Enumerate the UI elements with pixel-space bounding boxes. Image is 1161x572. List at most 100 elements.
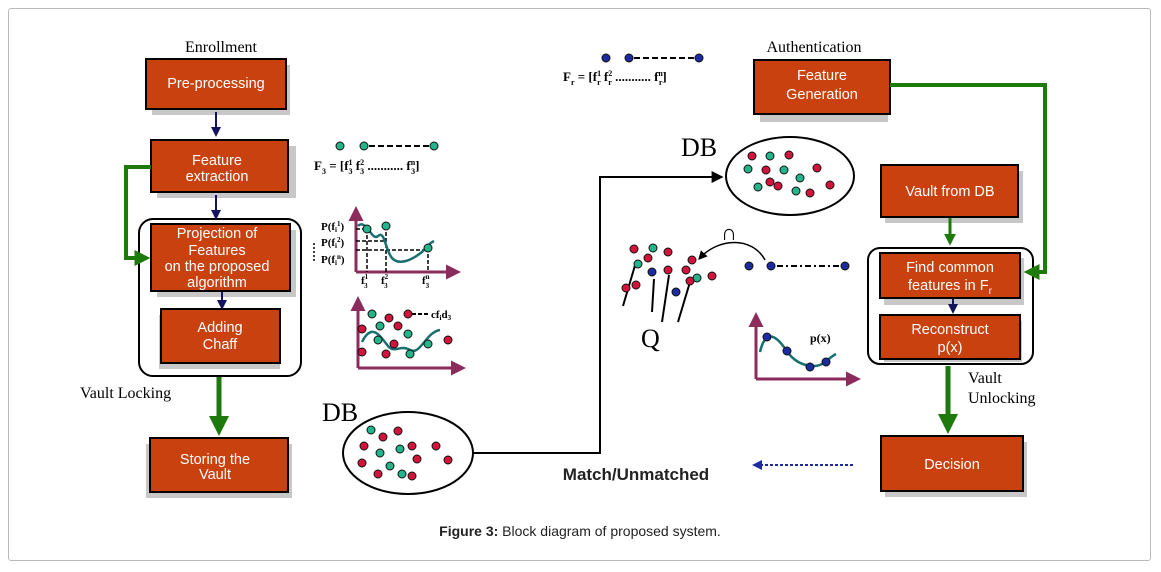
dot bbox=[779, 165, 789, 175]
dot bbox=[643, 253, 653, 263]
green-arrow-generation-to-common bbox=[890, 83, 1047, 280]
figure-frame bbox=[8, 8, 1151, 561]
reconstruct-line2: p(x) bbox=[938, 340, 963, 356]
adding-chaff-line2: Chaff bbox=[203, 337, 238, 353]
dot bbox=[385, 461, 395, 471]
dot bbox=[366, 425, 376, 435]
query-set bbox=[622, 261, 691, 323]
query-dots bbox=[621, 243, 717, 297]
dot bbox=[443, 455, 453, 465]
dot bbox=[795, 173, 805, 183]
dot bbox=[405, 349, 415, 359]
storing-vault-box: Storing the Vault bbox=[146, 437, 292, 498]
dot bbox=[357, 324, 367, 334]
projection-line2: Features bbox=[188, 243, 245, 259]
projection-line4: algorithm bbox=[187, 275, 247, 291]
find-common-line2: features in Fr bbox=[908, 278, 993, 297]
vault-locking-label: Vault Locking bbox=[80, 385, 171, 402]
plot3-label: p(x) bbox=[810, 331, 831, 345]
vault-unlocking-label-1: Vault bbox=[968, 370, 1002, 387]
dot bbox=[375, 448, 385, 458]
dot bbox=[367, 309, 377, 319]
authentication-label: Authentication bbox=[766, 39, 861, 56]
f3-dots bbox=[335, 141, 439, 151]
plot1-ylabel-3: P(fin) bbox=[321, 253, 345, 267]
dot bbox=[687, 255, 697, 265]
plot1-ylabel-2: P(fi2) bbox=[321, 236, 345, 250]
feature-extraction-box: Feature extraction bbox=[150, 139, 296, 198]
reconstruct-line1: Reconstruct bbox=[911, 322, 988, 338]
dot bbox=[663, 247, 673, 257]
dot bbox=[395, 444, 405, 454]
plot1-ylabel-1: P(fi1) bbox=[321, 220, 345, 234]
intersection-symbol: ∩ bbox=[721, 220, 737, 245]
dot bbox=[375, 321, 385, 331]
dot bbox=[765, 177, 775, 187]
db-top-label: DB bbox=[681, 133, 717, 162]
reconstruct-box: Reconstruct p(x) bbox=[879, 314, 1022, 362]
vault-unlocking-group bbox=[867, 247, 1034, 365]
dot bbox=[633, 259, 643, 269]
projection-line3: on the proposed bbox=[165, 259, 270, 275]
dot bbox=[384, 313, 394, 323]
dot bbox=[403, 309, 413, 319]
green-arrow-loop bbox=[124, 165, 151, 266]
db-top-dots bbox=[743, 150, 835, 198]
vault-from-db-box: Vault from DB bbox=[880, 164, 1023, 223]
feature-generation-box: Feature Generation bbox=[753, 59, 891, 122]
feature-extraction-line1: Feature bbox=[192, 153, 242, 169]
find-common-line1: Find common bbox=[906, 260, 994, 276]
dot bbox=[407, 441, 417, 451]
vault-unlocking-label-2: Unlocking bbox=[968, 390, 1036, 407]
dot bbox=[647, 267, 657, 277]
dot bbox=[373, 469, 383, 479]
dot bbox=[359, 441, 369, 451]
dot bbox=[357, 458, 367, 468]
db-bottom-dots bbox=[357, 425, 453, 481]
dot bbox=[407, 471, 417, 481]
dot bbox=[373, 335, 383, 345]
feature-extraction-line2: extraction bbox=[186, 169, 249, 185]
db-bottom-ellipse bbox=[342, 411, 474, 495]
dot bbox=[671, 287, 681, 297]
decision-box: Decision bbox=[880, 435, 1027, 497]
dot bbox=[423, 339, 433, 349]
chaff-plot-dots bbox=[357, 309, 453, 359]
dot bbox=[784, 150, 794, 160]
dot bbox=[791, 186, 801, 196]
decision-text: Decision bbox=[924, 457, 980, 473]
dot bbox=[397, 469, 407, 479]
db-top-ellipse bbox=[725, 136, 855, 216]
dot bbox=[663, 265, 673, 275]
adding-chaff-box: Adding Chaff bbox=[159, 308, 281, 369]
dot bbox=[393, 426, 403, 436]
vault-from-db-text: Vault from DB bbox=[905, 184, 994, 200]
dot bbox=[743, 164, 753, 174]
dot bbox=[629, 244, 639, 254]
feature-generation-line2: Generation bbox=[786, 87, 858, 103]
dot bbox=[412, 454, 422, 464]
feature-generation-line1: Feature bbox=[797, 68, 847, 84]
dot bbox=[648, 243, 658, 253]
q-label: Q bbox=[641, 324, 660, 353]
dot bbox=[753, 182, 763, 192]
connector-db-to-db bbox=[473, 171, 724, 454]
db-bottom-label: DB bbox=[322, 398, 358, 427]
preprocessing-box: Pre-processing bbox=[145, 58, 290, 115]
arc-arrow bbox=[698, 241, 766, 261]
dot bbox=[378, 432, 388, 442]
match-unmatched-label: Match/Unmatched bbox=[563, 465, 709, 484]
dot bbox=[357, 347, 367, 357]
dot bbox=[685, 276, 695, 286]
dot bbox=[707, 271, 717, 281]
dot bbox=[825, 180, 835, 190]
storing-vault-line1: Storing the bbox=[180, 452, 250, 468]
auth-feature-dots bbox=[744, 261, 850, 271]
probability-plot bbox=[313, 206, 461, 280]
